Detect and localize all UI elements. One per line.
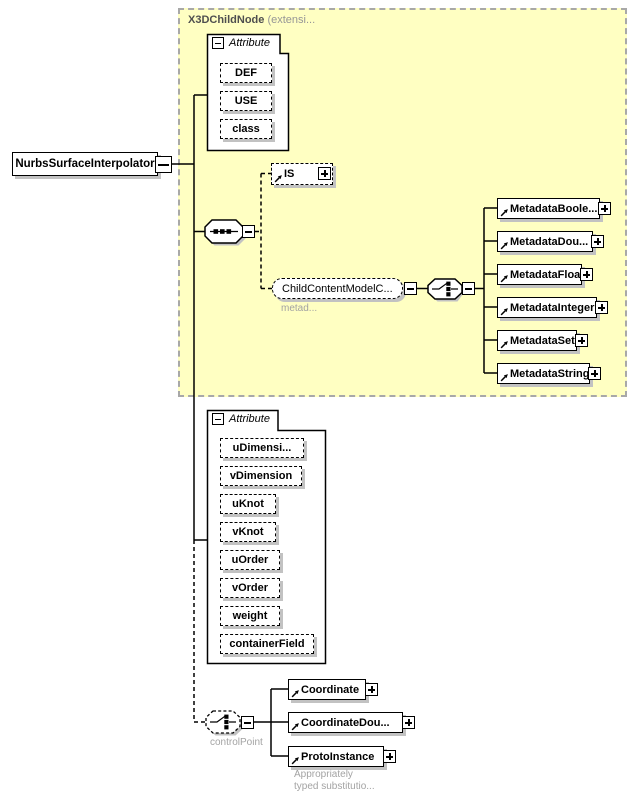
attribute-label: uKnot [232,498,264,510]
element-reference-icon [291,689,300,698]
element-label: MetadataDou... [510,235,589,248]
attribute-group-label: Attribute [229,413,270,425]
element-label: Coordinate [301,683,360,696]
element-metadatastring[interactable]: MetadataString [497,363,590,384]
group-label: ChildContentModelC... [282,282,393,295]
attribute-udimension[interactable]: uDimensi... [220,438,304,458]
attribute-label: uDimensi... [232,442,292,454]
attribute-use[interactable]: USE [220,91,272,111]
attribute-uorder[interactable]: uOrder [220,550,280,570]
attribute-label: uOrder [231,554,269,566]
region-title-note: (extensi... [267,14,316,26]
attribute-vknot[interactable]: vKnot [220,522,276,542]
collapse-sequence-button[interactable] [242,225,255,238]
substitution-note: Appropriately typed substitutio... [294,769,375,793]
element-label: CoordinateDou... [301,716,390,729]
element-protoinstance[interactable]: ProtoInstance [288,746,384,767]
substitution-note-line1: Appropriately [294,769,353,780]
collapse-choice-button[interactable] [462,282,475,295]
element-nurbssurfaceinterpolator[interactable]: NurbsSurfaceInterpolator [12,152,158,176]
group-childcontentmodel[interactable]: ChildContentModelC... [272,278,403,299]
attribute-label: weight [232,610,268,622]
element-label: MetadataBoole... [510,202,598,215]
expand-metadatastring-button[interactable] [588,367,601,380]
collapse-attributes-button[interactable] [212,37,224,49]
expand-protoinstance-button[interactable] [383,750,396,763]
element-label: MetadataString [510,367,590,380]
attribute-vorder[interactable]: vOrder [220,578,280,598]
attribute-weight[interactable]: weight [220,606,280,626]
expand-metadatafloat-button[interactable] [580,268,593,281]
collapse-attributes-button[interactable] [212,413,224,425]
attribute-group-header-own: Attribute [212,413,270,425]
expand-metadataset-button[interactable] [575,334,588,347]
element-label: NurbsSurfaceInterpolator [15,158,155,170]
region-title-name: X3DChildNode [188,14,265,26]
attribute-def[interactable]: DEF [220,63,272,83]
attribute-label: vDimension [229,470,293,482]
attribute-containerfield[interactable]: containerField [220,634,314,654]
element-reference-icon [500,274,509,283]
optional-trunk-lines [193,540,206,723]
element-reference-icon [274,174,283,183]
group-annotation: metad... [281,303,318,314]
expand-coordinate-button[interactable] [365,683,378,696]
element-reference-icon [291,756,300,765]
collapse-childcontentmodel-button[interactable] [404,282,417,295]
element-label: MetadataFloat [510,268,584,281]
element-reference-icon [500,373,509,382]
element-reference-icon [500,340,509,349]
element-label: ProtoInstance [301,750,375,763]
expand-metadataboolean-button[interactable] [598,202,611,215]
element-metadataboolean[interactable]: MetadataBoole... [497,198,600,219]
attribute-class[interactable]: class [220,119,272,139]
attribute-label: class [232,123,260,135]
attribute-label: USE [234,95,258,107]
attribute-label: DEF [235,67,257,79]
element-label: MetadataSet [510,334,575,347]
attribute-label: containerField [229,638,305,650]
element-coordinate[interactable]: Coordinate [288,679,366,700]
element-coordinatedouble[interactable]: CoordinateDou... [288,712,403,733]
element-metadatainteger[interactable]: MetadataInteger [497,297,597,318]
attribute-uknot[interactable]: uKnot [220,494,276,514]
collapse-root-button[interactable] [155,156,172,173]
element-metadatadouble[interactable]: MetadataDou... [497,231,593,252]
element-reference-icon [500,208,509,217]
attribute-label: vKnot [232,526,264,538]
element-metadataset[interactable]: MetadataSet [497,330,577,351]
expand-metadatainteger-button[interactable] [595,301,608,314]
attribute-group-header-base: Attribute [212,37,270,49]
substitution-note-line2: typed substitutio... [294,781,375,792]
element-label: MetadataInteger [510,301,595,314]
attribute-group-label: Attribute [229,37,270,49]
expand-metadatadouble-button[interactable] [591,235,604,248]
collapse-controlpoint-button[interactable] [241,716,254,729]
expand-coordinatedouble-button[interactable] [402,716,415,729]
element-metadatafloat[interactable]: MetadataFloat [497,264,584,285]
element-reference-icon [500,307,509,316]
region-title: X3DChildNode (extensi... [188,14,315,26]
controlpoint-choice-icon [205,710,243,736]
element-label: IS [284,168,295,180]
attribute-vdimension[interactable]: vDimension [220,466,302,486]
controlpoint-label: controlPoint [210,737,263,748]
element-reference-icon [500,241,509,250]
element-reference-icon [291,722,300,731]
expand-is-button[interactable] [318,167,331,180]
attribute-label: vOrder [231,582,269,594]
